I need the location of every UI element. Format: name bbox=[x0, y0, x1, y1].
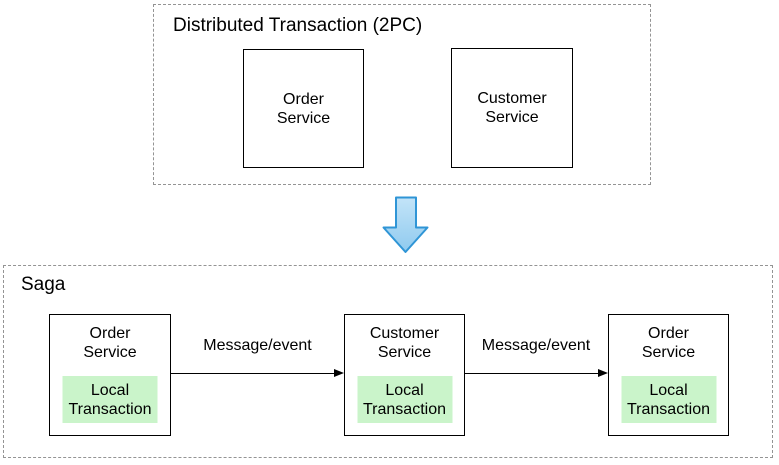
group-distributed-transaction-2pc: Distributed Transaction (2PC) Order Serv… bbox=[153, 4, 651, 185]
saga-order-service-box-2: Order Service Local Transaction bbox=[608, 314, 729, 436]
local-transaction-label-2: Local Transaction bbox=[363, 381, 446, 418]
2pc-customer-service-box: Customer Service bbox=[451, 48, 573, 168]
message-event-label-2: Message/event bbox=[481, 337, 591, 354]
message-event-label-1: Message/event bbox=[203, 337, 312, 354]
saga-order-service-label-1: Order Service bbox=[83, 325, 137, 361]
group-title-saga: Saga bbox=[21, 274, 66, 295]
group-saga: Saga Order Service Local Transaction Mes… bbox=[3, 265, 773, 458]
2pc-order-service-box: Order Service bbox=[243, 49, 364, 168]
local-transaction-box-1: Local Transaction bbox=[62, 376, 158, 423]
local-transaction-box-2: Local Transaction bbox=[357, 376, 452, 423]
local-transaction-box-3: Local Transaction bbox=[621, 376, 716, 423]
message-arrow-2 bbox=[464, 368, 608, 377]
saga-order-service-box-1: Order Service Local Transaction bbox=[49, 314, 171, 436]
down-arrow-icon bbox=[382, 196, 429, 253]
local-transaction-label-1: Local Transaction bbox=[68, 381, 152, 418]
2pc-customer-service-label: Customer Service bbox=[477, 90, 547, 126]
message-arrow-1 bbox=[171, 368, 344, 377]
2pc-order-service-label: Order Service bbox=[276, 90, 331, 127]
local-transaction-label-3: Local Transaction bbox=[627, 381, 710, 418]
saga-order-service-label-2: Order Service bbox=[641, 325, 696, 361]
saga-customer-service-box: Customer Service Local Transaction bbox=[344, 314, 465, 436]
saga-customer-service-label: Customer Service bbox=[369, 325, 440, 361]
group-title-2pc: Distributed Transaction (2PC) bbox=[173, 15, 423, 36]
